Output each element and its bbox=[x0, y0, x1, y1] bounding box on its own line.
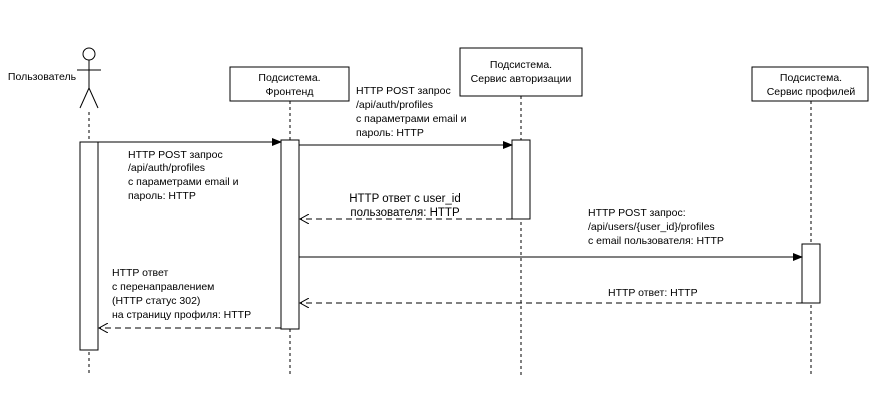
message-label-line: (HTTP статус 302) bbox=[112, 295, 200, 307]
participant-profiles-box bbox=[751, 66, 869, 102]
activation-profiles bbox=[801, 243, 821, 304]
participant-frontend-box bbox=[229, 66, 350, 102]
activation-user bbox=[79, 141, 99, 351]
message-label-line: пользователя: HTTP bbox=[350, 207, 460, 219]
participant-auth-label-line2: Сервис авторизации bbox=[471, 73, 572, 85]
activation-frontend bbox=[280, 139, 300, 330]
message-label-line: пароль: HTTP bbox=[356, 127, 424, 139]
message-user-to-frontend: HTTP POST запрос /api/auth/profiles с па… bbox=[98, 138, 282, 202]
message-label-line: HTTP ответ bbox=[112, 267, 169, 279]
participant-profiles-label-line2: Сервис профилей bbox=[767, 86, 856, 98]
message-label-line: с параметрами email и bbox=[128, 176, 239, 188]
message-label-line: HTTP POST запрос bbox=[356, 85, 451, 97]
participant-auth-label-line1: Подсистема. bbox=[490, 59, 552, 71]
participant-frontend-label-line2: Фронтенд bbox=[266, 86, 314, 98]
participant-auth: Подсистема. Сервис авторизации bbox=[459, 47, 583, 375]
message-label-line: /api/auth/profiles bbox=[128, 162, 205, 174]
participant-profiles: Подсистема. Сервис профилей bbox=[751, 66, 869, 375]
participant-profiles-label-line1: Подсистема. bbox=[780, 72, 842, 84]
message-profiles-to-frontend: HTTP ответ: HTTP bbox=[300, 287, 802, 303]
message-label-line: /api/users/{user_id}/profiles bbox=[588, 221, 715, 233]
message-label-line: HTTP POST запрос bbox=[128, 149, 223, 161]
participant-auth-box bbox=[459, 47, 583, 97]
message-label-line: пароль: HTTP bbox=[128, 190, 196, 202]
message-label-line: HTTP ответ: HTTP bbox=[608, 287, 698, 299]
message-label-line: HTTP ответ с user_id bbox=[349, 193, 461, 205]
message-label-line: HTTP POST запрос: bbox=[588, 207, 686, 219]
actor-icon bbox=[77, 47, 101, 109]
activation-auth bbox=[511, 139, 531, 220]
message-frontend-to-user: HTTP ответ с перенаправлением (HTTP стат… bbox=[99, 267, 281, 328]
participant-frontend: Подсистема. Фронтенд bbox=[229, 66, 350, 375]
message-frontend-to-profiles: HTTP POST запрос: /api/users/{user_id}/p… bbox=[299, 207, 803, 261]
message-frontend-to-auth: HTTP POST запрос /api/auth/profiles с па… bbox=[299, 85, 513, 149]
message-label-line: на страницу профиля: HTTP bbox=[112, 309, 251, 321]
participant-user: Пользователь bbox=[8, 47, 101, 375]
message-auth-to-frontend: HTTP ответ с user_id пользователя: HTTP bbox=[300, 193, 512, 219]
message-label-line: с параметрами email и bbox=[356, 113, 467, 125]
message-label-line: с email пользователя: HTTP bbox=[588, 235, 724, 247]
participant-frontend-label-line1: Подсистема. bbox=[258, 72, 320, 84]
message-label-line: /api/auth/profiles bbox=[356, 99, 433, 111]
participant-user-label: Пользователь bbox=[8, 71, 77, 83]
message-label-line: с перенаправлением bbox=[112, 281, 214, 293]
